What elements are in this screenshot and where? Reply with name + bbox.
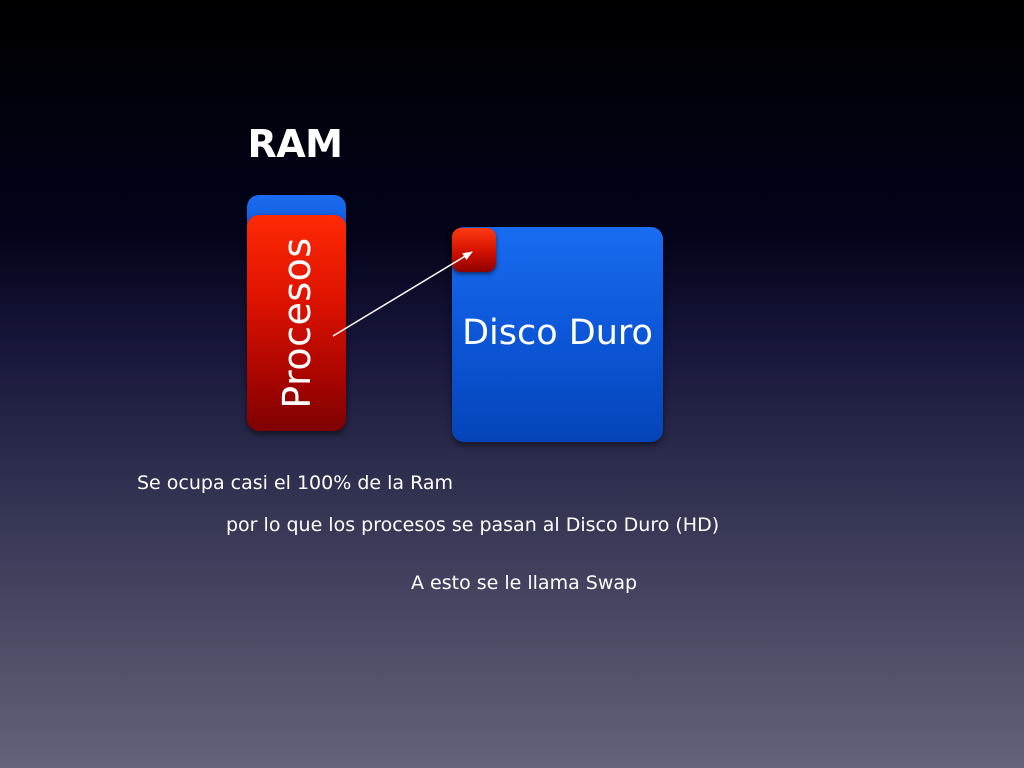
ram-title: RAM [247, 122, 343, 166]
swapped-process-chip [452, 228, 496, 272]
processes-label: Procesos [274, 237, 319, 409]
ram-processes-block: Procesos [247, 215, 346, 431]
caption-ram-full: Se ocupa casi el 100% de la Ram [137, 472, 454, 494]
caption-processes-moved: por lo que los procesos se pasan al Disc… [226, 514, 720, 536]
hard-disk-label: Disco Duro [462, 313, 653, 353]
caption-swap: A esto se le llama Swap [411, 572, 638, 594]
